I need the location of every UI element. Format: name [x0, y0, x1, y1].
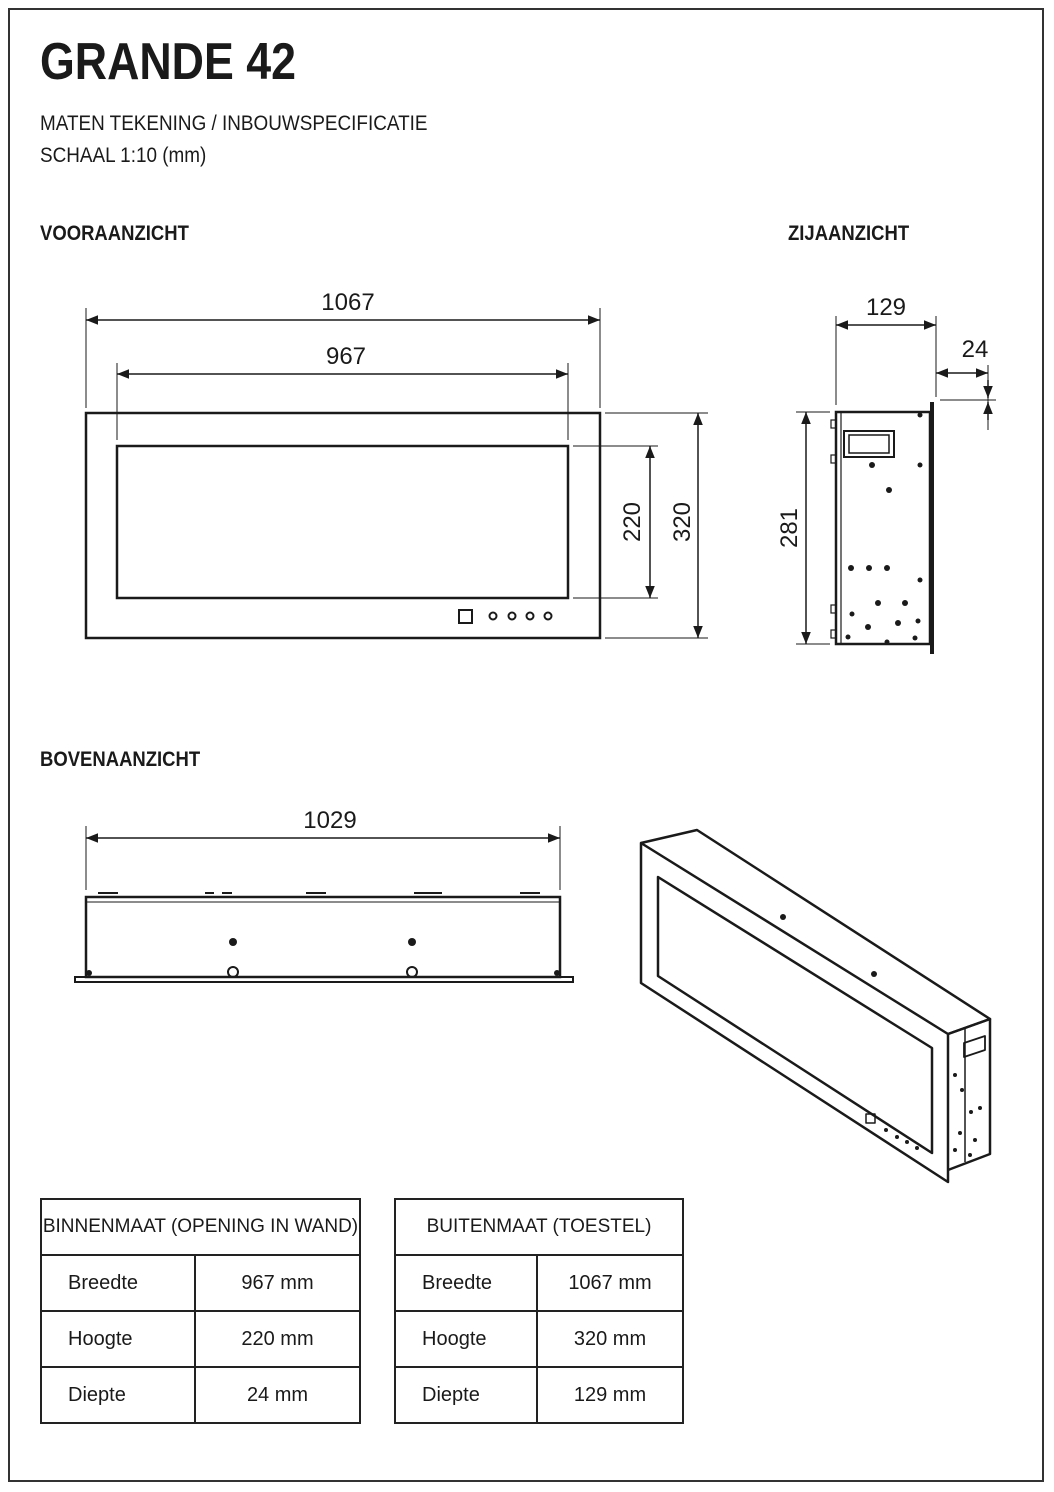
table-row: Breedte 967 mm [40, 1254, 361, 1312]
outer-dimensions-table: BUITENMAAT (TOESTEL) Breedte 1067 mm Hoo… [394, 1198, 684, 1424]
dim-front-inner-width: 967 [326, 343, 366, 370]
inner-value-width: 967 mm [194, 1254, 361, 1312]
subtitle-drawing-type: MATEN TEKENING / INBOUWSPECIFICATIE [40, 112, 428, 135]
side-holes [845, 412, 923, 645]
side-vent-inner [848, 434, 890, 454]
top-body [84, 895, 562, 979]
side-body [834, 410, 932, 646]
dim-top-width: 1029 [303, 807, 356, 834]
inner-label-height: Hoogte [40, 1310, 196, 1368]
side-view [796, 316, 996, 654]
table-row: Hoogte 320 mm [394, 1310, 684, 1368]
front-outer-frame [84, 411, 602, 640]
dim-front-outer-height: 320 [669, 502, 696, 542]
page-border [8, 8, 1044, 1482]
iso-vent [963, 1035, 986, 1058]
iso-control-icon [865, 1113, 876, 1124]
outer-value-depth: 129 mm [536, 1366, 684, 1424]
iso-glass [656, 875, 934, 1155]
outer-label-width: Breedte [394, 1254, 538, 1312]
iso-side [947, 1017, 992, 1172]
table-row: Diepte 129 mm [394, 1366, 684, 1424]
control-panel-icon [458, 609, 473, 624]
inner-value-depth: 24 mm [194, 1366, 361, 1424]
iso-top [640, 828, 992, 1036]
inner-label-width: Breedte [40, 1254, 196, 1312]
outer-table-header: BUITENMAAT (TOESTEL) [394, 1198, 684, 1256]
outer-value-width: 1067 mm [536, 1254, 684, 1312]
top-holes [86, 938, 560, 976]
dim-side-height: 281 [776, 508, 803, 548]
front-view [84, 308, 708, 640]
inner-dimensions-table: BINNENMAAT (OPENING IN WAND) Breedte 967… [40, 1198, 361, 1424]
inner-value-height: 220 mm [194, 1310, 361, 1368]
table-row: Hoogte 220 mm [40, 1310, 361, 1368]
iso-front-frame [639, 841, 950, 1184]
side-vent-outer [843, 430, 895, 458]
top-brackets [227, 966, 418, 978]
dim-side-depth: 129 [866, 294, 906, 321]
outer-label-height: Hoogte [394, 1310, 538, 1368]
subtitle-scale: SCHAAL 1:10 (mm) [40, 144, 207, 167]
iso-holes [780, 914, 982, 1157]
table-row: Breedte 1067 mm [394, 1254, 684, 1312]
outer-value-height: 320 mm [536, 1310, 684, 1368]
front-glass-opening [115, 444, 570, 600]
outer-label-depth: Diepte [394, 1366, 538, 1424]
top-view [74, 826, 574, 983]
inner-table-header: BINNENMAAT (OPENING IN WAND) [40, 1198, 361, 1256]
front-view-heading: VOORAANZICHT [40, 222, 189, 245]
top-front-frame [74, 976, 574, 983]
isometric-view [639, 828, 992, 1184]
table-row: Diepte 24 mm [40, 1366, 361, 1424]
side-view-heading: ZIJAANZICHT [788, 222, 910, 245]
top-view-heading: BOVENAANZICHT [40, 748, 201, 771]
dim-front-outer-width: 1067 [321, 289, 374, 316]
page-title: GRANDE 42 [40, 33, 296, 91]
dim-front-inner-height: 220 [619, 502, 646, 542]
inner-label-depth: Diepte [40, 1366, 196, 1424]
dim-side-frame: 24 [962, 336, 989, 363]
control-buttons [488, 611, 553, 621]
